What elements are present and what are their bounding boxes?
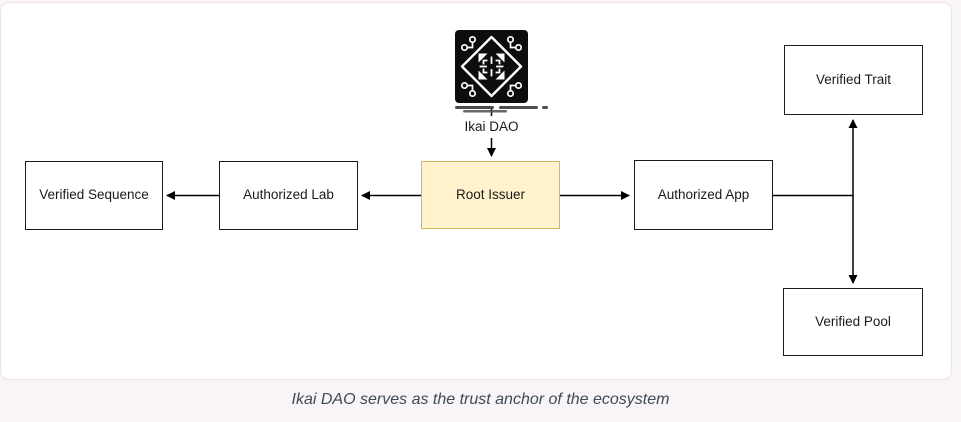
node-authorized-lab: Authorized Lab — [219, 161, 358, 230]
node-label: Authorized Lab — [243, 187, 334, 203]
node-verified-trait: Verified Trait — [784, 45, 923, 115]
ikai-dao-label: Ikai DAO — [464, 119, 519, 134]
node-label: Verified Pool — [815, 313, 891, 329]
node-label: Verified Trait — [815, 71, 892, 87]
node-verified-sequence: Verified Sequence — [25, 161, 163, 230]
node-label: Root Issuer — [455, 186, 526, 202]
node-label: Verified Sequence — [39, 187, 149, 203]
blockchain-circuit-icon — [455, 30, 548, 113]
diagram-caption: Ikai DAO serves as the trust anchor of t… — [291, 391, 670, 408]
node-label: Authorized App — [657, 186, 750, 202]
node-verified-pool: Verified Pool — [783, 288, 923, 356]
node-authorized-app: Authorized App — [634, 160, 773, 230]
node-root-issuer: Root Issuer — [421, 161, 560, 229]
